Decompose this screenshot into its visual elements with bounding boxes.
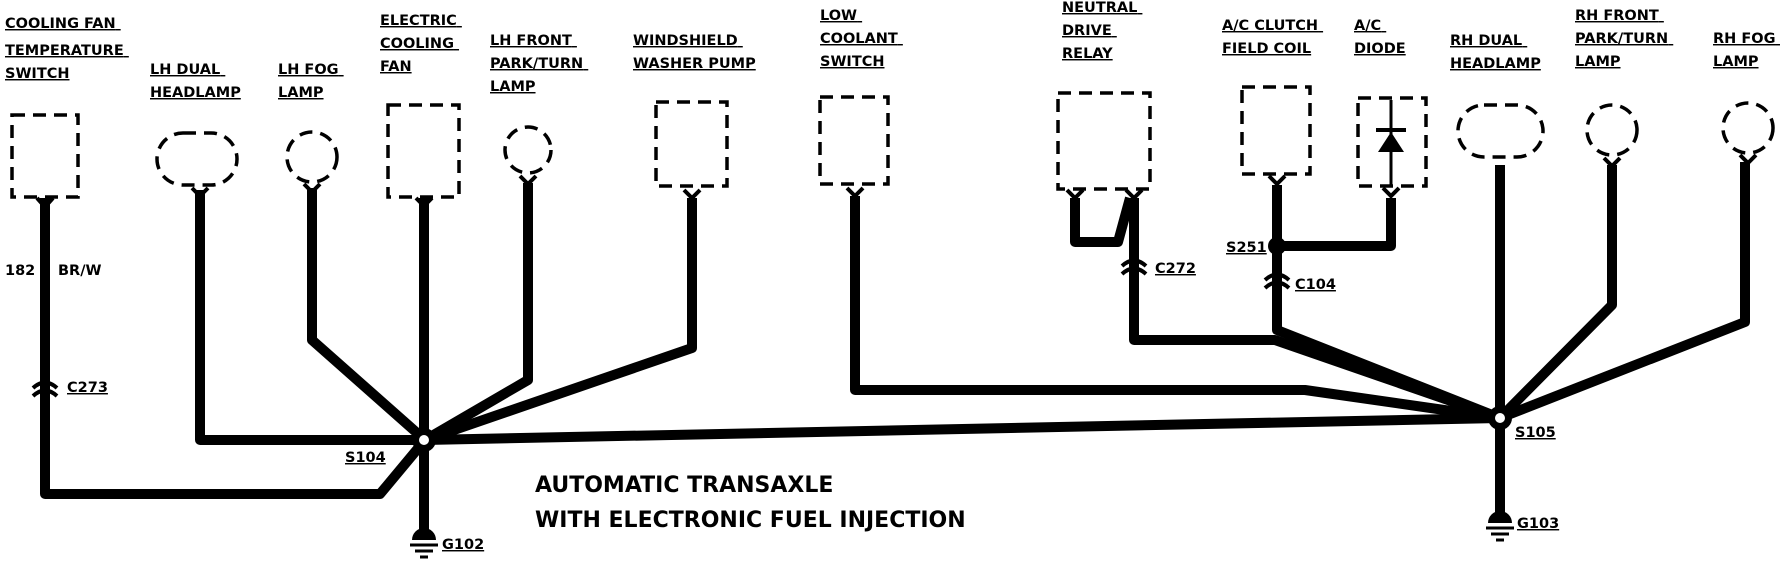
ground-g102-label: G102 bbox=[442, 537, 484, 553]
wiring bbox=[40, 162, 1750, 532]
wire-circuit-number: 182 bbox=[5, 263, 35, 279]
label-ac-clutch-field-coil: A/C CLUTCH FIELD COIL bbox=[1222, 18, 1323, 57]
terminal-rh-front-park-turn bbox=[1602, 156, 1622, 169]
terminal-low-coolant-switch bbox=[845, 186, 865, 199]
splice-s105-label: S105 bbox=[1515, 425, 1556, 441]
label-ac-diode: A/C DIODE bbox=[1354, 18, 1406, 57]
connector-c273-label: C273 bbox=[67, 380, 108, 396]
splice-s251-label: S251 bbox=[1226, 240, 1267, 256]
splices bbox=[412, 237, 1512, 452]
low-coolant-switch-symbol bbox=[818, 95, 890, 186]
connector-c104-icon bbox=[1263, 272, 1291, 290]
diode-triangle-icon bbox=[1378, 132, 1404, 152]
neutral-drive-relay-symbol bbox=[1056, 91, 1152, 191]
ground-g102-icon bbox=[410, 528, 438, 559]
rh-front-park-turn-lamp-symbol bbox=[1585, 103, 1639, 157]
terminal-rh-fog-lamp bbox=[1738, 153, 1758, 166]
label-rh-fog-lamp: RH FOG LAMP bbox=[1713, 31, 1780, 70]
splice-s104-label: S104 bbox=[345, 450, 386, 466]
cooling-fan-temp-switch-symbol bbox=[10, 113, 80, 199]
terminal-cooling-fan-switch bbox=[35, 196, 55, 211]
label-rh-front-park-turn-lamp: RH FRONT PARK/TURN LAMP bbox=[1575, 8, 1673, 70]
ground-g103-icon bbox=[1486, 511, 1514, 542]
label-lh-front-park-turn-lamp: LH FRONT PARK/TURN LAMP bbox=[490, 33, 588, 95]
splice-s104-inner bbox=[419, 435, 429, 445]
terminal-neutral-drive-relay-b bbox=[1124, 188, 1144, 201]
label-neutral-drive-relay: NEUTRAL DRIVE RELAY bbox=[1062, 0, 1142, 62]
label-rh-dual-headlamp: RH DUAL HEADLAMP bbox=[1450, 33, 1541, 72]
connector-c272-label: C272 bbox=[1155, 261, 1196, 277]
wire-washer-pump bbox=[423, 198, 697, 445]
label-lh-dual-headlamp: LH DUAL HEADLAMP bbox=[150, 62, 241, 101]
component-labels: COOLING FAN TEMPERATURE SWITCH LH DUAL H… bbox=[5, 0, 1780, 101]
components bbox=[10, 85, 1775, 211]
splice-s251-icon bbox=[1268, 237, 1286, 255]
caption-line-1: AUTOMATIC TRANSAXLE bbox=[535, 473, 833, 498]
windshield-washer-pump-symbol bbox=[654, 100, 729, 188]
rh-fog-lamp-symbol bbox=[1721, 101, 1775, 155]
lh-fog-lamp-symbol bbox=[285, 130, 339, 184]
wire-rh-front-park-turn bbox=[1496, 165, 1617, 422]
connector-c273-icon bbox=[31, 380, 59, 398]
wire-color-code: BR/W bbox=[58, 263, 102, 279]
terminal-lh-dual-headlamp bbox=[190, 186, 210, 199]
lh-front-park-turn-lamp-symbol bbox=[503, 125, 553, 175]
terminal-ac-diode bbox=[1381, 186, 1401, 199]
terminal-lh-front-park-turn bbox=[518, 174, 538, 187]
wire-s104-to-s105 bbox=[424, 413, 1501, 445]
wire-lh-dual-headlamp bbox=[195, 190, 425, 445]
terminal-ac-clutch bbox=[1267, 174, 1287, 187]
wire-ac-clutch bbox=[1272, 185, 1502, 423]
diagram-caption: AUTOMATIC TRANSAXLE WITH ELECTRONIC FUEL… bbox=[535, 473, 966, 533]
terminal-lh-fog-lamp bbox=[302, 182, 322, 195]
ac-clutch-field-coil-symbol bbox=[1240, 85, 1312, 176]
terminal-neutral-drive-relay-a bbox=[1065, 188, 1085, 201]
label-cooling-fan-temp-switch: COOLING FAN TEMPERATURE SWITCH bbox=[5, 16, 129, 82]
wire-rh-fog-lamp bbox=[1498, 162, 1750, 423]
terminal-washer-pump bbox=[682, 188, 702, 201]
wire-lh-fog-lamp bbox=[307, 188, 429, 444]
wire-neutral-drive-relay-a bbox=[1070, 196, 1135, 247]
ground-g103-label: G103 bbox=[1517, 516, 1559, 532]
terminal-electric-cooling-fan bbox=[414, 196, 434, 209]
connector-c104-label: C104 bbox=[1295, 277, 1336, 293]
label-electric-cooling-fan: ELECTRIC COOLING FAN bbox=[380, 13, 462, 75]
connector-symbols bbox=[31, 258, 1291, 398]
connector-c272-icon bbox=[1120, 258, 1148, 276]
electric-cooling-fan-symbol bbox=[386, 103, 461, 199]
reference-labels: 182 BR/W C273 C272 C104 S104 S105 S251 G… bbox=[5, 240, 1559, 553]
wire-low-coolant-switch bbox=[850, 196, 1501, 423]
label-low-coolant-switch: LOW COOLANT SWITCH bbox=[820, 8, 903, 70]
label-lh-fog-lamp: LH FOG LAMP bbox=[278, 62, 344, 101]
caption-line-2: WITH ELECTRONIC FUEL INJECTION bbox=[535, 508, 966, 533]
wire-ac-diode bbox=[1277, 198, 1396, 251]
wire-lh-front-park-turn bbox=[422, 183, 533, 445]
label-windshield-washer-pump: WINDSHIELD WASHER PUMP bbox=[633, 33, 756, 72]
grounds bbox=[410, 511, 1514, 559]
lh-dual-headlamp-symbol bbox=[155, 131, 239, 187]
wire-cooling-fan-switch bbox=[40, 198, 429, 499]
splice-s105-inner bbox=[1495, 413, 1505, 423]
rh-dual-headlamp-symbol bbox=[1456, 103, 1545, 159]
